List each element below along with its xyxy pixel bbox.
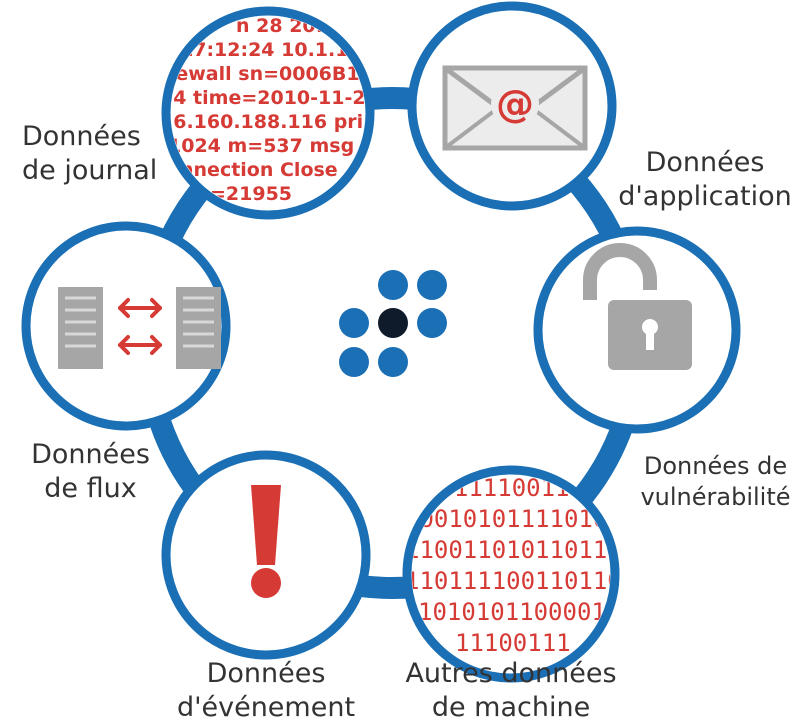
- label-line: de flux: [44, 473, 137, 504]
- log-line: 1024 m=537 msg: [168, 135, 354, 157]
- node-flow-data: [21, 221, 231, 431]
- node-application-data: @: [407, 1, 617, 211]
- label-vulnerability-data: Données de vulnérabilité: [630, 451, 801, 513]
- log-line: 34 time=2010-11-25: [160, 87, 379, 109]
- node-event-data: [161, 450, 371, 660]
- svg-text:@: @: [496, 82, 534, 126]
- label-line: Autres données: [405, 658, 617, 689]
- center-dot-logo-icon: [339, 270, 447, 377]
- label-flow-data: Données de flux: [18, 438, 163, 506]
- log-line: 16.160.188.116 pri=: [160, 111, 379, 133]
- label-line: Données: [645, 147, 765, 178]
- label-line: Données: [22, 121, 141, 152]
- open-padlock-icon: [583, 243, 692, 370]
- binary-line: 1101111001101101: [405, 567, 636, 595]
- label-line: Données: [31, 439, 150, 470]
- label-application-data: Données d'application: [610, 146, 800, 214]
- binary-line: 1100110101101101: [405, 536, 636, 564]
- node-log-data: n 28 201 17:12:24 10.1.1.4 rewall sn=000…: [160, 6, 379, 220]
- label-line: vulnérabilité: [640, 483, 791, 511]
- label-line: Données de: [643, 452, 788, 480]
- label-line: de journal: [22, 155, 158, 186]
- label-line: d'application: [618, 181, 792, 212]
- label-line: Données: [206, 658, 326, 689]
- log-line: rewall sn=0006B1: [166, 63, 360, 85]
- log-line: =21955: [210, 183, 292, 205]
- binary-line: 01110010: [475, 443, 591, 471]
- node-machine-data: 01110010 101111001110 000101011110101 11…: [402, 443, 636, 683]
- log-line: 17:12:24 10.1.1.4: [180, 39, 369, 61]
- node-vulnerability-data: [533, 226, 741, 434]
- binary-line: 1010101100001: [418, 598, 606, 626]
- label-machine-data: Autres données de machine: [386, 657, 636, 725]
- exclamation-icon: [251, 485, 281, 598]
- binary-line: 000101011110101: [405, 505, 622, 533]
- label-line: de machine: [431, 692, 591, 723]
- label-event-data: Données d'événement: [168, 657, 364, 725]
- label-line: d'événement: [176, 692, 356, 723]
- server-exchange-icon: [58, 287, 221, 369]
- log-line: nnection Close: [180, 159, 338, 181]
- binary-line: 11100111: [455, 629, 571, 657]
- envelope-at-icon: @: [442, 65, 588, 151]
- label-log-data: Données de journal: [22, 120, 157, 188]
